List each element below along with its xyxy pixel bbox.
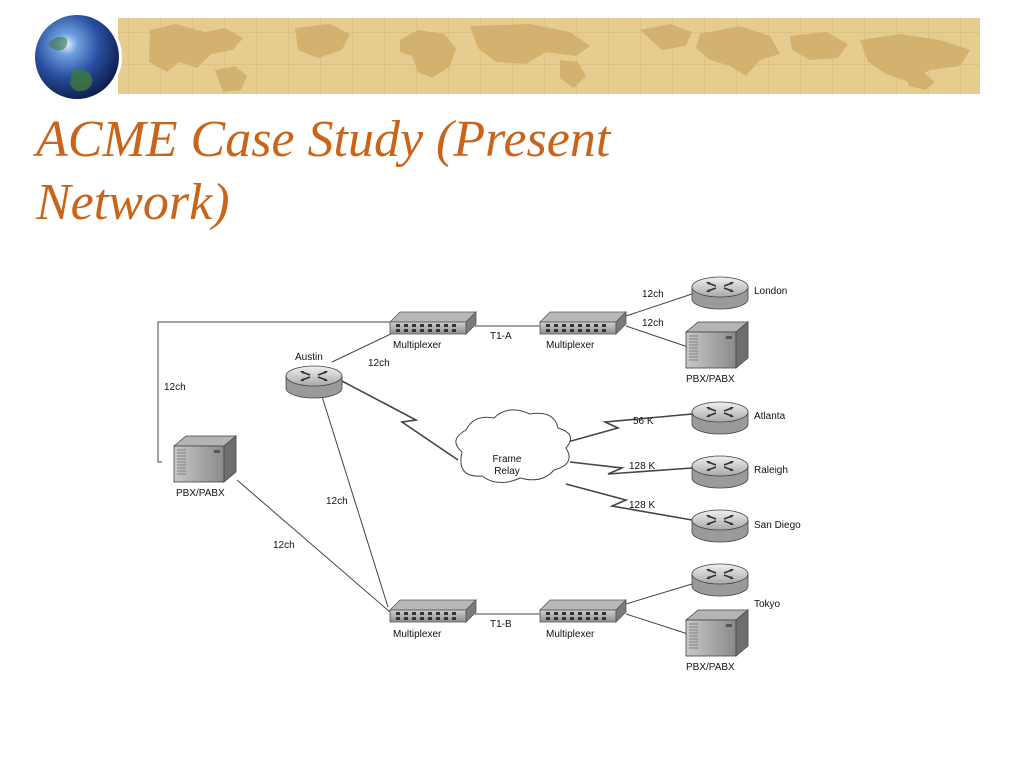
label-san-diego: San Diego (754, 520, 801, 531)
label-link-london: 12ch (642, 289, 664, 300)
link-mux-to-tokyo (625, 583, 693, 605)
label-link-pbx-mux-bottom: 12ch (273, 540, 295, 551)
slide-title: ACME Case Study (Present Network) (36, 111, 611, 231)
label-link-san-diego: 128 K (629, 500, 655, 511)
serial-austin-frame-relay (339, 379, 459, 461)
label-link-pbx-top-right: 12ch (642, 318, 664, 329)
link-austin-mux-bottom (319, 389, 389, 608)
frame-relay-label-line2: Relay (494, 466, 520, 477)
label-austin: Austin (295, 352, 323, 363)
router-san-diego (691, 509, 749, 543)
router-austin (285, 365, 343, 399)
router-raleigh (691, 455, 749, 489)
label-link-austin-mux: 12ch (368, 358, 390, 369)
serial-frame-relay-raleigh (569, 461, 693, 475)
label-london: London (754, 286, 787, 297)
pbx-top-right (685, 321, 749, 369)
network-diagram: Frame Relay Austin London Atlanta Raleig… (157, 276, 801, 673)
label-multiplexer-top-left: Multiplexer (393, 340, 442, 351)
label-link-austin-mux-bottom: 12ch (326, 496, 348, 507)
label-link-atlanta: 56 K (633, 416, 654, 427)
globe-icon (32, 12, 122, 102)
multiplexer-bottom-left (389, 599, 477, 623)
link-mux-to-pbx-top-right (625, 325, 689, 348)
link-pbx-left-to-mux-top (157, 321, 390, 463)
label-link-t1b: T1-B (490, 619, 512, 630)
multiplexer-top-left (389, 311, 477, 335)
frame-relay-cloud: Frame Relay (455, 409, 571, 483)
label-link-raleigh: 128 K (629, 461, 655, 472)
serial-frame-relay-atlanta (563, 413, 693, 444)
serial-frame-relay-san-diego (565, 483, 693, 521)
label-multiplexer-top-right: Multiplexer (546, 340, 595, 351)
multiplexer-top-right (539, 311, 627, 335)
map-landmasses (149, 24, 970, 92)
multiplexer-bottom-right (539, 599, 627, 623)
label-pbx-bottom-right: PBX/PABX (686, 662, 735, 673)
router-tokyo (691, 563, 749, 597)
frame-relay-label-line1: Frame (493, 454, 522, 465)
router-london (691, 276, 749, 310)
label-multiplexer-bottom-left: Multiplexer (393, 629, 442, 640)
link-austin-mux-top (331, 331, 396, 363)
label-tokyo: Tokyo (754, 599, 781, 610)
label-pbx-top-right: PBX/PABX (686, 374, 735, 385)
label-multiplexer-bottom-right: Multiplexer (546, 629, 595, 640)
label-atlanta: Atlanta (754, 411, 786, 422)
pbx-left (173, 435, 237, 483)
label-raleigh: Raleigh (754, 465, 788, 476)
link-mux-to-pbx-bottom-right (625, 613, 689, 635)
router-atlanta (691, 401, 749, 435)
label-pbx-left: PBX/PABX (176, 488, 225, 499)
banner-world-map (32, 12, 980, 102)
pbx-bottom-right (685, 609, 749, 657)
label-link-t1a: T1-A (490, 331, 512, 342)
link-mux-to-london (625, 293, 693, 317)
link-pbx-left-mux-bottom (236, 479, 391, 613)
label-link-pbx-top: 12ch (164, 382, 186, 393)
connection-lines (157, 293, 693, 635)
